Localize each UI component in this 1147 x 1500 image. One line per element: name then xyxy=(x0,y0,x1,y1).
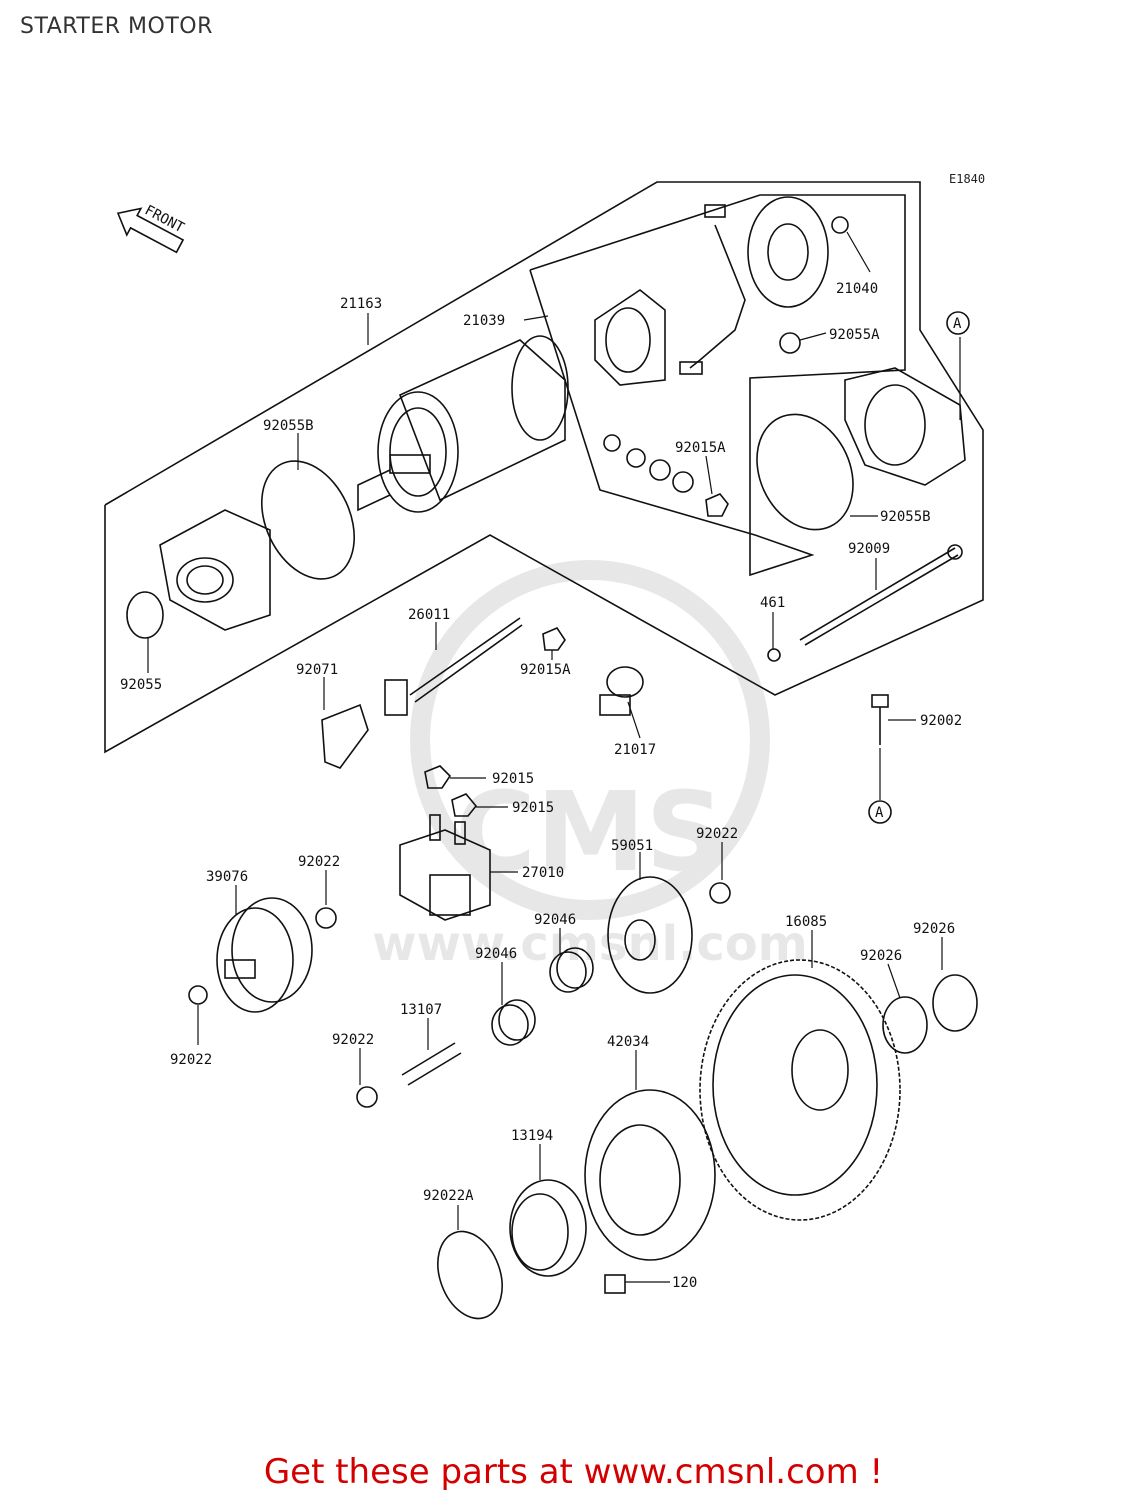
label-92022A: 92022A xyxy=(423,1188,474,1204)
label-120: 120 xyxy=(672,1275,697,1291)
label-92026-b: 92026 xyxy=(913,921,955,937)
o-ring-92055 xyxy=(126,591,164,639)
label-92055A: 92055A xyxy=(829,327,880,343)
label-13194: 13194 xyxy=(511,1128,553,1144)
label-59051: 59051 xyxy=(611,838,653,854)
rear-cover-part xyxy=(844,367,966,486)
through-bolt-part xyxy=(799,544,963,646)
page-title: STARTER MOTOR xyxy=(20,14,213,39)
assembly-outline xyxy=(104,181,984,754)
front-arrow-icon xyxy=(116,207,185,254)
brush-spring-21040 xyxy=(831,216,849,234)
label-16085: 16085 xyxy=(785,914,827,930)
clutch-42034-part xyxy=(584,1089,716,1261)
nut-92015A xyxy=(542,627,566,651)
shaft-13107-part xyxy=(401,1042,462,1086)
label-92015-a: 92015 xyxy=(492,771,534,787)
label-callout-a-bottom: A xyxy=(875,805,884,821)
label-92046-a: 92046 xyxy=(534,912,576,928)
label-92022-mid: 92022 xyxy=(298,854,340,870)
motor-yoke-part xyxy=(357,335,569,513)
washer-461 xyxy=(767,648,781,662)
end-cover-outline xyxy=(529,194,906,577)
bushing-21017-part xyxy=(599,666,644,716)
label-39076: 39076 xyxy=(206,869,248,885)
needle-bearing-a xyxy=(549,947,594,993)
label-92071: 92071 xyxy=(296,662,338,678)
nut-92015-a xyxy=(424,765,452,789)
label-92046-b: 92046 xyxy=(475,946,517,962)
needle-bearing-b xyxy=(491,999,536,1046)
label-92009: 92009 xyxy=(848,541,890,557)
brush-holder-part xyxy=(594,289,666,386)
washer-92022A xyxy=(437,1230,503,1320)
label-callout-a-top: A xyxy=(953,316,962,332)
washer-92022-left xyxy=(188,985,208,1005)
front-arrow-label: FRONT xyxy=(142,202,187,236)
label-92055B-right: 92055B xyxy=(880,509,931,525)
label-92015A-top: 92015A xyxy=(675,440,726,456)
front-cover-part xyxy=(159,509,271,631)
label-26011: 26011 xyxy=(408,607,450,623)
label-21040: 21040 xyxy=(836,281,878,297)
label-21039: 21039 xyxy=(463,313,505,329)
label-21017: 21017 xyxy=(614,742,656,758)
label-92022-right: 92022 xyxy=(696,826,738,842)
label-27010: 27010 xyxy=(522,865,564,881)
callout-a-top xyxy=(946,311,970,335)
part-labels: 21163 21039 21040 92055A 92055B 92015A 9… xyxy=(120,202,962,1291)
label-92055: 92055 xyxy=(120,677,162,693)
brush-plate-part xyxy=(679,196,829,375)
one-way-clutch-13194-part xyxy=(509,1179,587,1277)
callout-a-bottom xyxy=(868,800,892,824)
washer-92022-mid xyxy=(315,907,337,929)
label-21163: 21163 xyxy=(340,296,382,312)
gear-39076-part xyxy=(216,897,313,1013)
o-ring-92055B-right xyxy=(756,413,854,531)
terminal-lead-part xyxy=(384,617,523,716)
washer-92022-low xyxy=(356,1086,378,1108)
gear-59051-part xyxy=(607,876,693,994)
label-92055B-left: 92055B xyxy=(263,418,314,434)
label-461: 461 xyxy=(760,595,785,611)
leader-lines xyxy=(147,231,961,1283)
ring-92026-a xyxy=(882,996,928,1054)
label-42034: 42034 xyxy=(607,1034,649,1050)
footer-promo-link[interactable]: Get these parts at www.cmsnl.com ! xyxy=(263,1452,884,1492)
starter-relay-part xyxy=(399,814,491,921)
starter-gear-16085-part xyxy=(699,959,901,1221)
washer-92022-right xyxy=(709,882,731,904)
diagram-code: E1840 xyxy=(949,172,986,186)
terminal-cap-part xyxy=(321,703,369,769)
washer-stack-part xyxy=(603,434,729,517)
nut-92015-b xyxy=(451,793,478,817)
label-92022-left: 92022 xyxy=(170,1052,212,1068)
label-92002: 92002 xyxy=(920,713,962,729)
label-92015-b: 92015 xyxy=(512,800,554,816)
label-92022-low: 92022 xyxy=(332,1032,374,1048)
bolt-120 xyxy=(604,1274,626,1294)
exploded-parts-diagram: 21163 21039 21040 92055A 92055B 92015A 9… xyxy=(104,181,984,1320)
label-92015A-mid: 92015A xyxy=(520,662,571,678)
label-92026-a: 92026 xyxy=(860,948,902,964)
label-13107: 13107 xyxy=(400,1002,442,1018)
bolt-92002-part xyxy=(871,694,889,745)
o-ring-92055A xyxy=(779,332,801,354)
ring-92026-b xyxy=(932,974,978,1032)
o-ring-92055B-left xyxy=(260,460,356,580)
